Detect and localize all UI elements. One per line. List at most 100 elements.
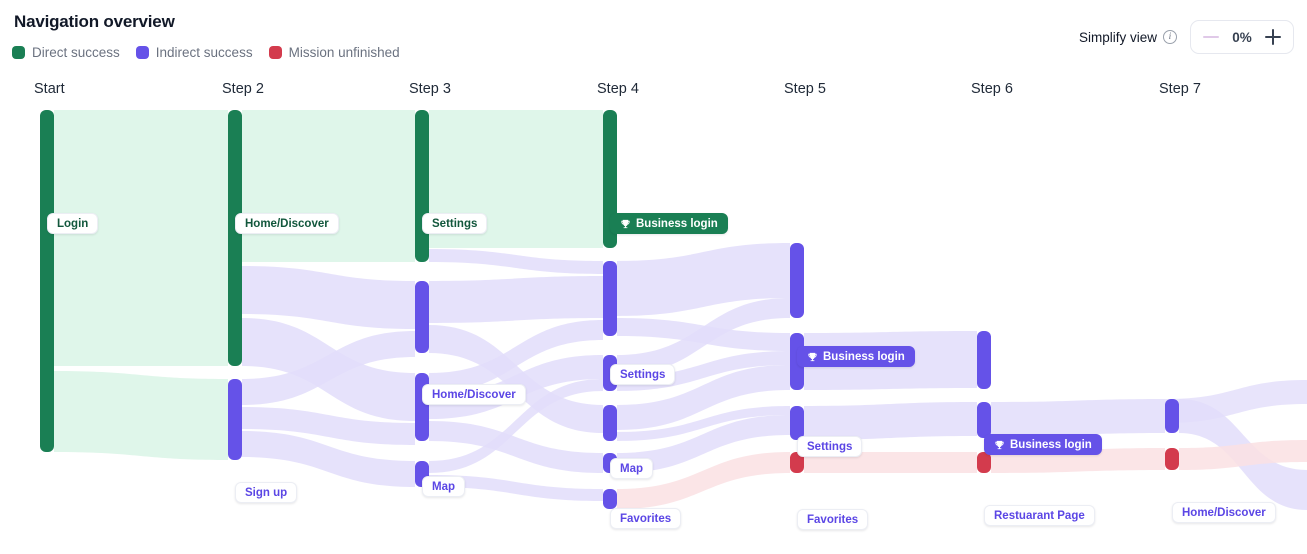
- step-label-s1: Start: [34, 81, 65, 97]
- sankey-node-bar-n6b[interactable]: [977, 402, 991, 438]
- sankey-node-label-n5c: Favorites: [807, 513, 859, 526]
- sankey-node-chip-n7a[interactable]: Home/Discover: [1172, 502, 1276, 523]
- sankey-node-label-n4d: Favorites: [620, 512, 672, 525]
- sankey-node-bar-n1[interactable]: [40, 110, 54, 452]
- trophy-icon: [808, 352, 817, 361]
- step-label-s6: Step 6: [971, 81, 1013, 97]
- legend-label-unfinished: Mission unfinished: [288, 45, 400, 60]
- sankey-node-label-n2a: Home/Discover: [245, 217, 329, 230]
- sankey-node-chip-n3c[interactable]: Map: [422, 476, 465, 497]
- legend-item-direct[interactable]: Direct success: [12, 45, 120, 60]
- sankey-node-label-n3c: Map: [432, 480, 455, 493]
- sankey-node-chip-n2a[interactable]: Home/Discover: [235, 213, 339, 234]
- sankey-link-n4f-to-n5d[interactable]: [617, 452, 790, 509]
- sankey-node-bar-n4d[interactable]: [603, 405, 617, 441]
- sankey-link-n2a-to-n3a[interactable]: [242, 110, 415, 262]
- sankey-node-chip-n5c[interactable]: Favorites: [797, 509, 869, 530]
- sankey-link-n1-to-n2b[interactable]: [54, 371, 228, 460]
- sankey-link-n2b-to-n3d[interactable]: [242, 431, 415, 487]
- page-title: Navigation overview: [14, 12, 175, 31]
- sankey-link-n5c-to-n6b[interactable]: [804, 402, 977, 440]
- legend-item-indirect[interactable]: Indirect success: [135, 45, 253, 60]
- sankey-link-n1-to-n2a[interactable]: [54, 110, 228, 366]
- sankey-node-label-n6a: Business login: [1010, 438, 1092, 451]
- sankey-link-n2b-to-n3c[interactable]: [242, 407, 415, 445]
- sankey-node-chip-n6b[interactable]: Restuarant Page: [984, 505, 1095, 526]
- sankey-link-n3b-to-n4b[interactable]: [429, 276, 603, 323]
- sankey-node-chip-n5b[interactable]: Settings: [797, 436, 863, 457]
- sankey-node-bar-n6c[interactable]: [977, 452, 991, 473]
- sankey-node-chip-n5a[interactable]: Business login: [797, 346, 915, 367]
- sankey-node-chip-n3b[interactable]: Home/Discover: [422, 384, 526, 405]
- sankey-node-label-n5b: Settings: [807, 440, 853, 453]
- sankey-node-chip-n3a[interactable]: Settings: [422, 213, 488, 234]
- sankey-node-chip-n4d[interactable]: Favorites: [610, 508, 682, 529]
- sankey-node-bar-n6a[interactable]: [977, 331, 991, 389]
- sankey-node-bar-n2b[interactable]: [228, 379, 242, 460]
- sankey-node-label-n1: Login: [57, 217, 89, 230]
- legend-label-direct: Direct success: [32, 45, 120, 60]
- sankey-link-n3a-to-n4b[interactable]: [429, 249, 603, 274]
- sankey-link-n3c-to-n4e[interactable]: [429, 421, 603, 473]
- sankey-canvas: [40, 110, 1307, 510]
- sankey-node-label-n4b: Settings: [620, 368, 666, 381]
- sankey-node-bar-n5c[interactable]: [790, 406, 804, 440]
- legend: Direct success Indirect success Mission un…: [12, 45, 400, 60]
- plus-icon-v: [1272, 29, 1274, 45]
- step-label-s2: Step 2: [222, 81, 264, 97]
- sankey-node-chip-n1[interactable]: Login: [47, 213, 99, 234]
- simplify-view-toggle[interactable]: Simplify view i: [1079, 30, 1177, 45]
- sankey-node-label-n4a: Business login: [636, 217, 718, 230]
- sankey-node-chip-n4b[interactable]: Settings: [610, 364, 676, 385]
- sankey-node-label-n3a: Settings: [432, 217, 478, 230]
- sankey-node-bar-n7b[interactable]: [1165, 448, 1179, 470]
- zoom-control: 0%: [1190, 20, 1294, 54]
- sankey-node-bar-n5a[interactable]: [790, 243, 804, 318]
- sankey-node-label-n5a: Business login: [823, 350, 905, 363]
- sankey-node-chip-n6a[interactable]: Business login: [984, 434, 1102, 455]
- legend-item-unfinished[interactable]: Mission unfinished: [268, 45, 400, 60]
- sankey-link-n7b-to-end_high[interactable]: [1179, 440, 1307, 470]
- sankey-link-n2b-to-n3b[interactable]: [242, 331, 415, 405]
- zoom-out-button[interactable]: [1197, 23, 1225, 51]
- step-label-s3: Step 3: [409, 81, 451, 97]
- sankey-node-chip-n4a[interactable]: Business login: [610, 213, 728, 234]
- sankey-node-label-n4c: Map: [620, 462, 643, 475]
- sankey-link-n4b-to-n5a[interactable]: [617, 243, 790, 316]
- step-label-s5: Step 5: [784, 81, 826, 97]
- sankey-node-bar-n7a[interactable]: [1165, 399, 1179, 433]
- sankey-node-bar-n3b[interactable]: [415, 281, 429, 353]
- legend-label-indirect: Indirect success: [155, 45, 253, 60]
- sankey-node-chip-n2b[interactable]: Sign up: [235, 482, 298, 503]
- sankey-link-n3c-to-n4b[interactable]: [429, 320, 603, 393]
- sankey-node-label-n7a: Home/Discover: [1182, 506, 1266, 519]
- sankey-node-bar-n4f[interactable]: [603, 489, 617, 509]
- sankey-node-chip-n4c[interactable]: Map: [610, 458, 653, 479]
- sankey-link-n4c-to-n5a[interactable]: [617, 298, 790, 375]
- sankey-link-n6b-to-n7a[interactable]: [991, 399, 1165, 436]
- sankey-node-bar-n2a[interactable]: [228, 110, 242, 366]
- sankey-link-n5d-to-n6c[interactable]: [804, 452, 977, 473]
- sankey-node-bar-n5d[interactable]: [790, 452, 804, 473]
- sankey-link-n4d-to-n5c[interactable]: [617, 406, 790, 441]
- trophy-icon: [995, 440, 1004, 449]
- sankey-link-n3d-to-n4c[interactable]: [429, 379, 603, 473]
- sankey-link-n4e-to-n5c[interactable]: [617, 415, 790, 473]
- sankey-node-label-n2b: Sign up: [245, 486, 288, 499]
- step-label-s7: Step 7: [1159, 81, 1201, 97]
- trophy-icon: [621, 219, 630, 228]
- sankey-link-n2a-to-n3b[interactable]: [242, 266, 415, 329]
- legend-swatch-indirect: [135, 46, 149, 59]
- sankey-node-bar-n4b[interactable]: [603, 261, 617, 336]
- simplify-view-label: Simplify view: [1078, 29, 1157, 45]
- sankey-link-n3d-to-n4f[interactable]: [429, 475, 603, 501]
- legend-swatch-direct: [12, 46, 25, 59]
- sankey-node-bar-n3a[interactable]: [415, 110, 429, 262]
- step-label-s4: Step 4: [597, 81, 639, 97]
- sankey-link-n4d-to-n5b[interactable]: [617, 365, 790, 430]
- zoom-in-button[interactable]: [1259, 23, 1287, 51]
- info-icon[interactable]: i: [1163, 30, 1177, 44]
- minus-icon: [1203, 36, 1219, 38]
